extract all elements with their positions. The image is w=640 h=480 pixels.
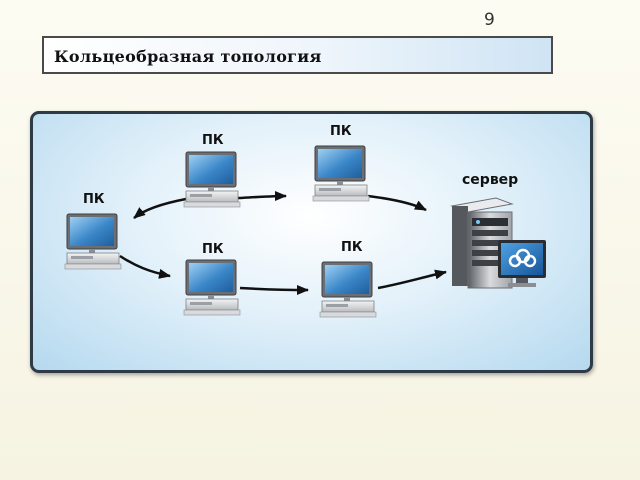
desktop-computer-icon <box>183 259 241 316</box>
link-pc-top-2-to-server <box>367 194 427 212</box>
link-pc-bottom-2-to-server <box>377 269 447 290</box>
desktop-computer-icon <box>319 261 377 318</box>
node-label-server: сервер <box>462 172 519 188</box>
link-pc-left-to-pc-bottom-1 <box>119 254 171 279</box>
node-label-pc-left: ПК <box>83 192 105 207</box>
title-bar: Кольцеобразная топология <box>42 36 553 74</box>
page-number: 9 <box>484 10 495 30</box>
desktop-computer-icon <box>183 151 241 208</box>
node-label-pc-bottom-2: ПК <box>341 240 363 255</box>
desktop-computer-icon <box>312 145 370 202</box>
server-monitor <box>498 240 546 287</box>
node-label-pc-top-1: ПК <box>202 133 224 148</box>
node-label-pc-bottom-1: ПК <box>202 242 224 257</box>
node-label-pc-top-2: ПК <box>330 124 352 139</box>
server-tower-icon <box>450 197 514 289</box>
cloud-sync-icon <box>508 248 537 268</box>
page-title: Кольцеобразная топология <box>54 47 322 66</box>
link-pc-top-1-to-pc-top-2 <box>237 191 287 202</box>
link-pc-top-1-to-pc-left <box>133 197 187 219</box>
link-pc-bottom-1-to-pc-bottom-2 <box>239 284 309 295</box>
desktop-computer-icon <box>64 213 122 270</box>
